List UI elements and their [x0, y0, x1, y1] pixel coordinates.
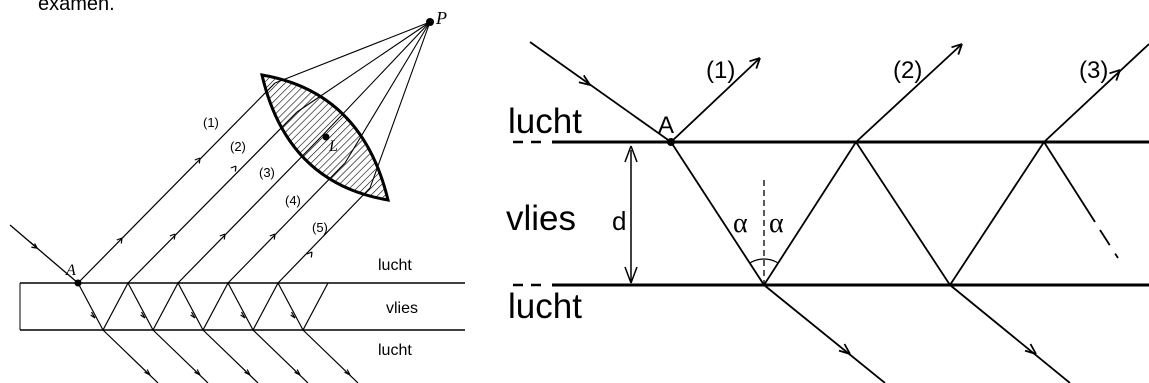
label-l: L [328, 138, 338, 155]
right-film-boundaries [513, 140, 1149, 287]
left-ray-label-4: (4) [285, 193, 301, 208]
lens [260, 73, 390, 202]
right-layer-top-label: lucht [508, 102, 582, 141]
left-layer-top-label: lucht [378, 257, 412, 274]
left-label-a: A [65, 262, 76, 279]
left-ray-label-3: (3) [259, 165, 275, 180]
left-figure: P A L (1) (2) (3) (4) (5) lucht vlies lu… [9, 8, 465, 383]
right-ray-label-1: (1) [706, 57, 735, 84]
right-transmitted-rays [763, 284, 1071, 383]
left-internal-zigzag [77, 281, 329, 332]
thickness-label-d: d [612, 206, 626, 236]
label-p: P [435, 8, 447, 28]
focal-point-p [426, 18, 434, 26]
left-incoming-ray [9, 224, 79, 284]
left-layer-bottom-label: lucht [378, 342, 412, 359]
lens-center-dot [322, 133, 330, 141]
left-layer-middle-label: vlies [386, 300, 418, 317]
left-ray-label-5: (5) [312, 220, 328, 235]
left-reflected-rays [77, 82, 371, 284]
left-transmitted-rays [102, 329, 359, 383]
right-figure: A (1) (2) (3) lucht vlies d lucht α α [506, 41, 1149, 383]
right-label-a: A [658, 112, 674, 139]
left-ray-label-1: (1) [203, 115, 219, 130]
angle-label-right: α [769, 208, 784, 239]
right-ray-label-2: (2) [893, 57, 922, 84]
left-ray-label-2: (2) [230, 139, 246, 154]
right-layer-middle-label: vlies [506, 199, 576, 238]
angle-label-left: α [733, 208, 748, 239]
top-text-fragment: examen. [38, 0, 115, 15]
left-film [19, 282, 465, 331]
thickness-arrow [624, 145, 638, 284]
angle-arcs [749, 258, 779, 264]
right-incoming-ray [529, 41, 672, 143]
right-point-a [667, 138, 675, 146]
right-reflected-rays [670, 43, 1149, 143]
right-layer-bottom-label: lucht [508, 287, 582, 326]
right-ray-label-3: (3) [1079, 57, 1108, 84]
left-point-a [74, 279, 82, 287]
